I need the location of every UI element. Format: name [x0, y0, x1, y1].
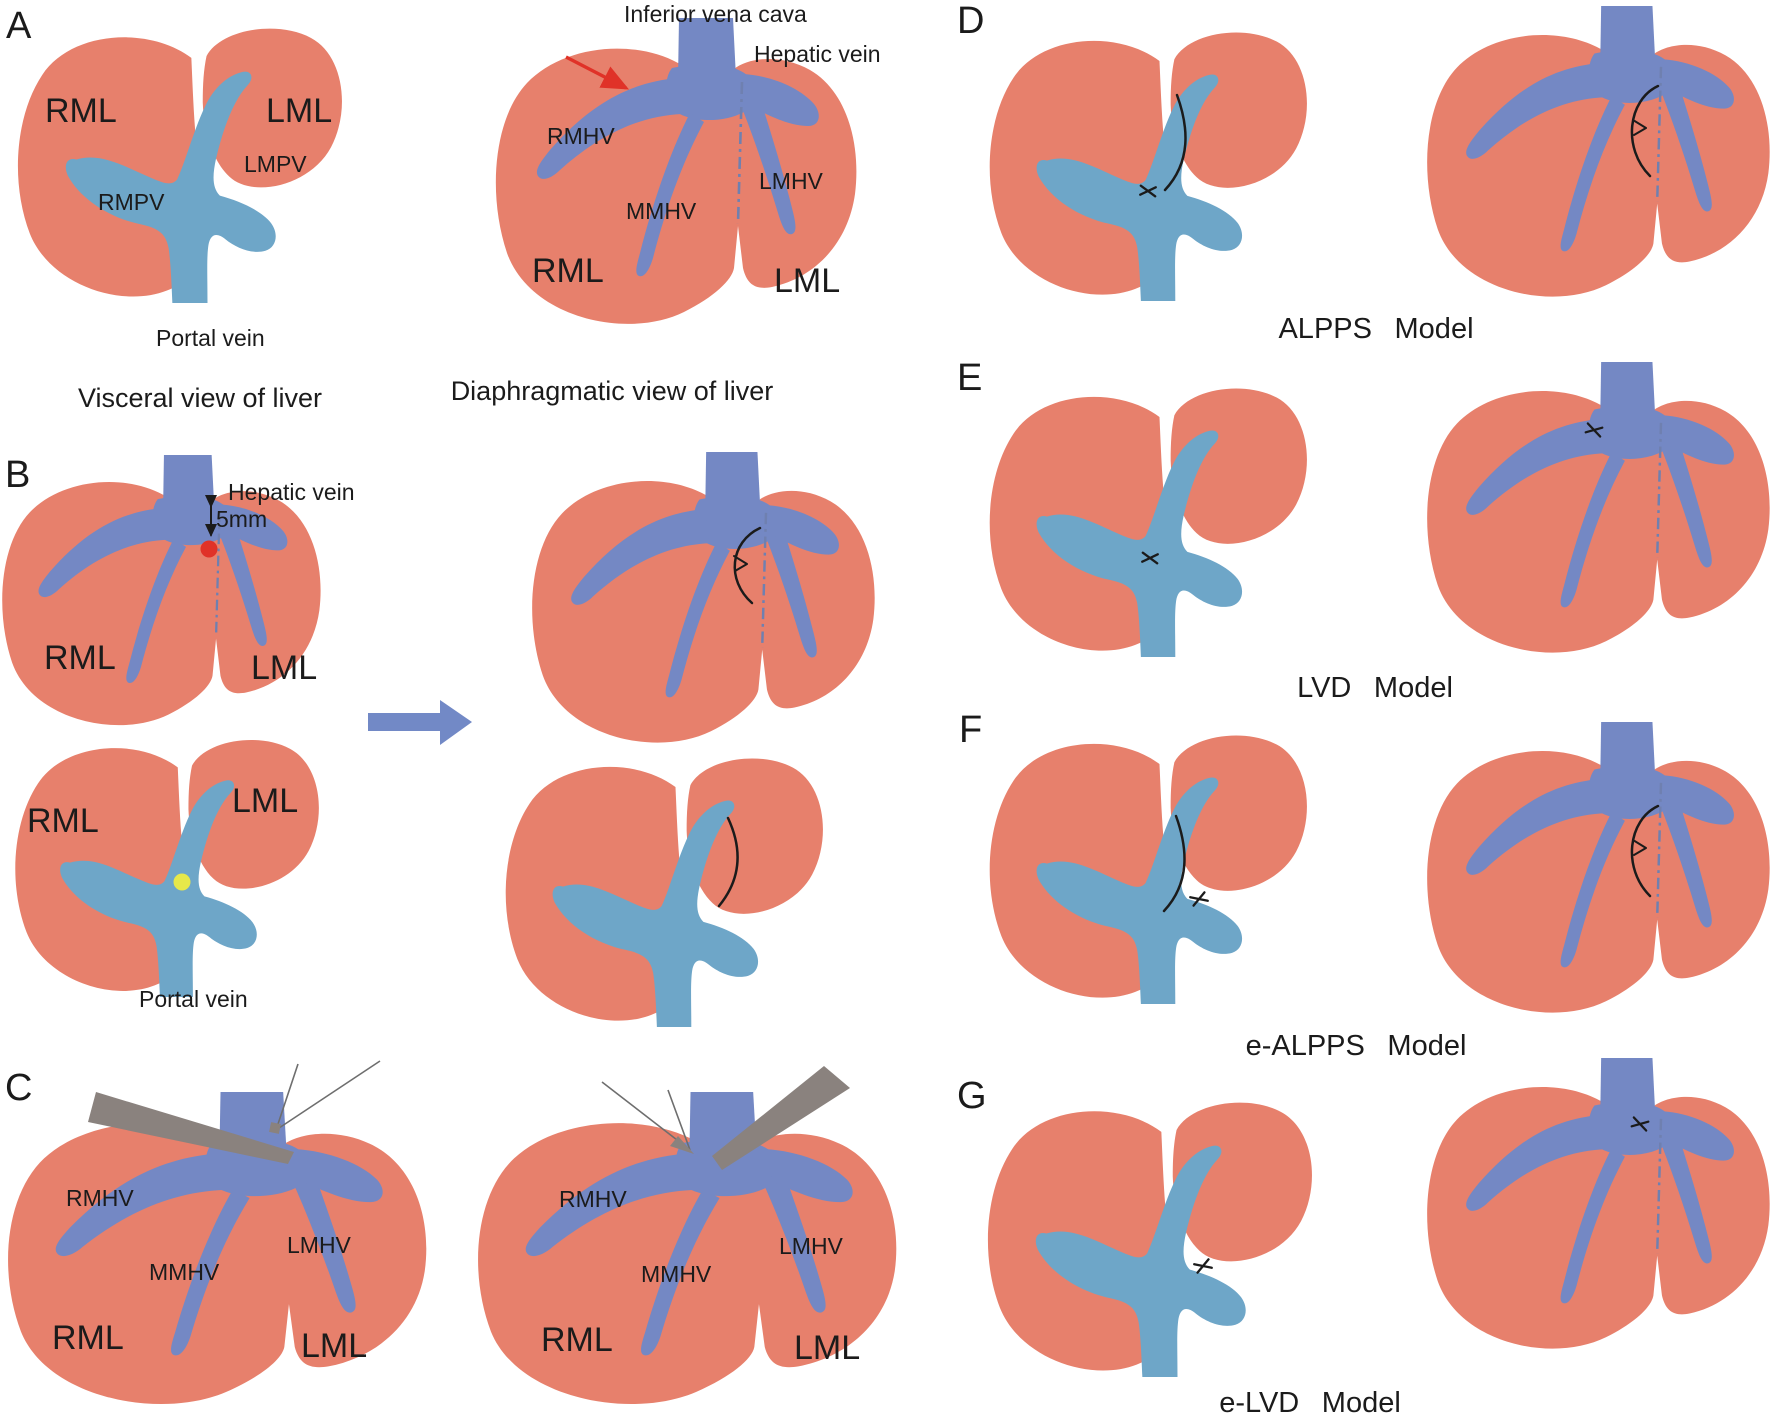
label-rml: RML	[44, 639, 116, 677]
suture-loop-icon	[1630, 84, 1660, 178]
label-rml: RML	[541, 1321, 613, 1359]
label-rmhv: RMHV	[66, 1185, 134, 1211]
label-rml: RML	[45, 92, 117, 130]
label-lmhv: LMHV	[779, 1233, 844, 1259]
caption-alpps-model: ALPPS Model	[1278, 313, 1473, 345]
suture-line-icon	[717, 816, 739, 908]
caption-diaphragmatic-view: Diaphragmatic view of liver	[451, 376, 774, 406]
label-lml: LML	[232, 782, 298, 820]
label-hepatic-vein: Hepatic vein	[228, 479, 355, 505]
surgical-instrument-icon	[712, 1066, 850, 1170]
needle-icon	[670, 1136, 694, 1154]
liver-diaphragmatic-after	[532, 452, 875, 743]
panel-a-letter: A	[6, 5, 32, 47]
panel-e: E LVD Model	[957, 357, 1770, 704]
liver-visceral-before	[15, 739, 319, 997]
label-rmhv: RMHV	[547, 123, 615, 149]
label-rml: RML	[532, 252, 604, 290]
caption-visceral-view: Visceral view of liver	[78, 383, 322, 413]
label-lml: LML	[774, 262, 840, 300]
transection-line-icon	[1162, 814, 1186, 913]
label-lml: LML	[301, 1327, 367, 1365]
label-mmhv: MMHV	[149, 1259, 220, 1285]
liver-diaphragmatic-ealpps	[1427, 722, 1770, 1013]
suture-loop-icon	[733, 526, 762, 605]
panel-f-letter: F	[959, 709, 982, 751]
transection-line-icon	[1163, 93, 1187, 192]
label-mmhv: MMHV	[626, 198, 697, 224]
panel-c: C RMHV MMHV LMHV RML LML RMHV MMHV LMHV …	[5, 1060, 897, 1405]
label-portal-vein: Portal vein	[156, 325, 265, 351]
panel-e-letter: E	[957, 357, 982, 399]
label-lmhv: LMHV	[759, 168, 824, 194]
label-rmhv: RMHV	[559, 1186, 627, 1212]
label-hepatic-vein: Hepatic vein	[754, 41, 881, 67]
liver-visceral-alpps	[989, 32, 1307, 302]
caption-lvd-model: LVD Model	[1297, 672, 1453, 704]
panel-g: G e-LVD Model	[957, 1058, 1770, 1419]
liver-visceral-elvd	[987, 1102, 1312, 1377]
label-5mm: 5mm	[216, 506, 267, 532]
label-inferior-vena-cava: Inferior vena cava	[624, 1, 807, 27]
panel-b: B Hepatic vein 5mm RML LML RML LML Porta…	[2, 452, 875, 1027]
portal-ligation-mark-icon	[1192, 1257, 1214, 1275]
suture-hook-icon	[1632, 839, 1647, 856]
label-mmhv: MMHV	[641, 1261, 712, 1287]
surgical-instrument-icon	[88, 1092, 294, 1164]
panel-c-letter: C	[5, 1067, 32, 1109]
label-lmpv: LMPV	[244, 151, 307, 177]
needle-icon	[269, 1122, 281, 1134]
suture-hook-icon	[1632, 119, 1647, 136]
label-lmhv: LMHV	[287, 1232, 352, 1258]
label-lml: LML	[794, 1329, 860, 1367]
label-rml: RML	[27, 802, 99, 840]
injection-site-red-dot-icon	[200, 540, 218, 558]
liver-visceral-after	[505, 758, 823, 1027]
panel-d: D ALPPS Model	[957, 0, 1770, 345]
panel-f: F e-ALPPS Model	[959, 709, 1770, 1062]
panel-b-letter: B	[5, 454, 30, 496]
label-rml: RML	[52, 1319, 124, 1357]
suture-loop-icon	[1630, 804, 1660, 898]
liver-visceral-ealpps	[989, 735, 1307, 1004]
ivc-pointer-arrow-icon	[565, 55, 630, 90]
label-portal-vein: Portal vein	[139, 986, 248, 1012]
suture-hook-icon	[733, 555, 748, 572]
label-lml: LML	[251, 649, 317, 687]
panel-g-letter: G	[957, 1075, 987, 1117]
label-lml: LML	[266, 92, 332, 130]
panel-d-letter: D	[957, 0, 984, 42]
needle-thread-icon	[275, 1060, 381, 1131]
needle-thread-icon	[601, 1081, 691, 1151]
caption-ealpps-model: e-ALPPS Model	[1246, 1030, 1467, 1062]
transition-arrow-icon	[368, 700, 472, 745]
panel-a: A RML LML LMPV RMPV Portal vein Visceral…	[6, 1, 881, 413]
liver-diaphragmatic-lvd	[1427, 362, 1770, 653]
injection-site-yellow-dot-icon	[173, 873, 191, 891]
label-rmpv: RMPV	[98, 189, 165, 215]
liver-diaphragmatic-alpps	[1427, 6, 1770, 297]
liver-visceral-lvd	[989, 388, 1307, 657]
caption-elvd-model: e-LVD Model	[1219, 1387, 1401, 1419]
liver-diaphragmatic-elvd	[1427, 1058, 1770, 1349]
